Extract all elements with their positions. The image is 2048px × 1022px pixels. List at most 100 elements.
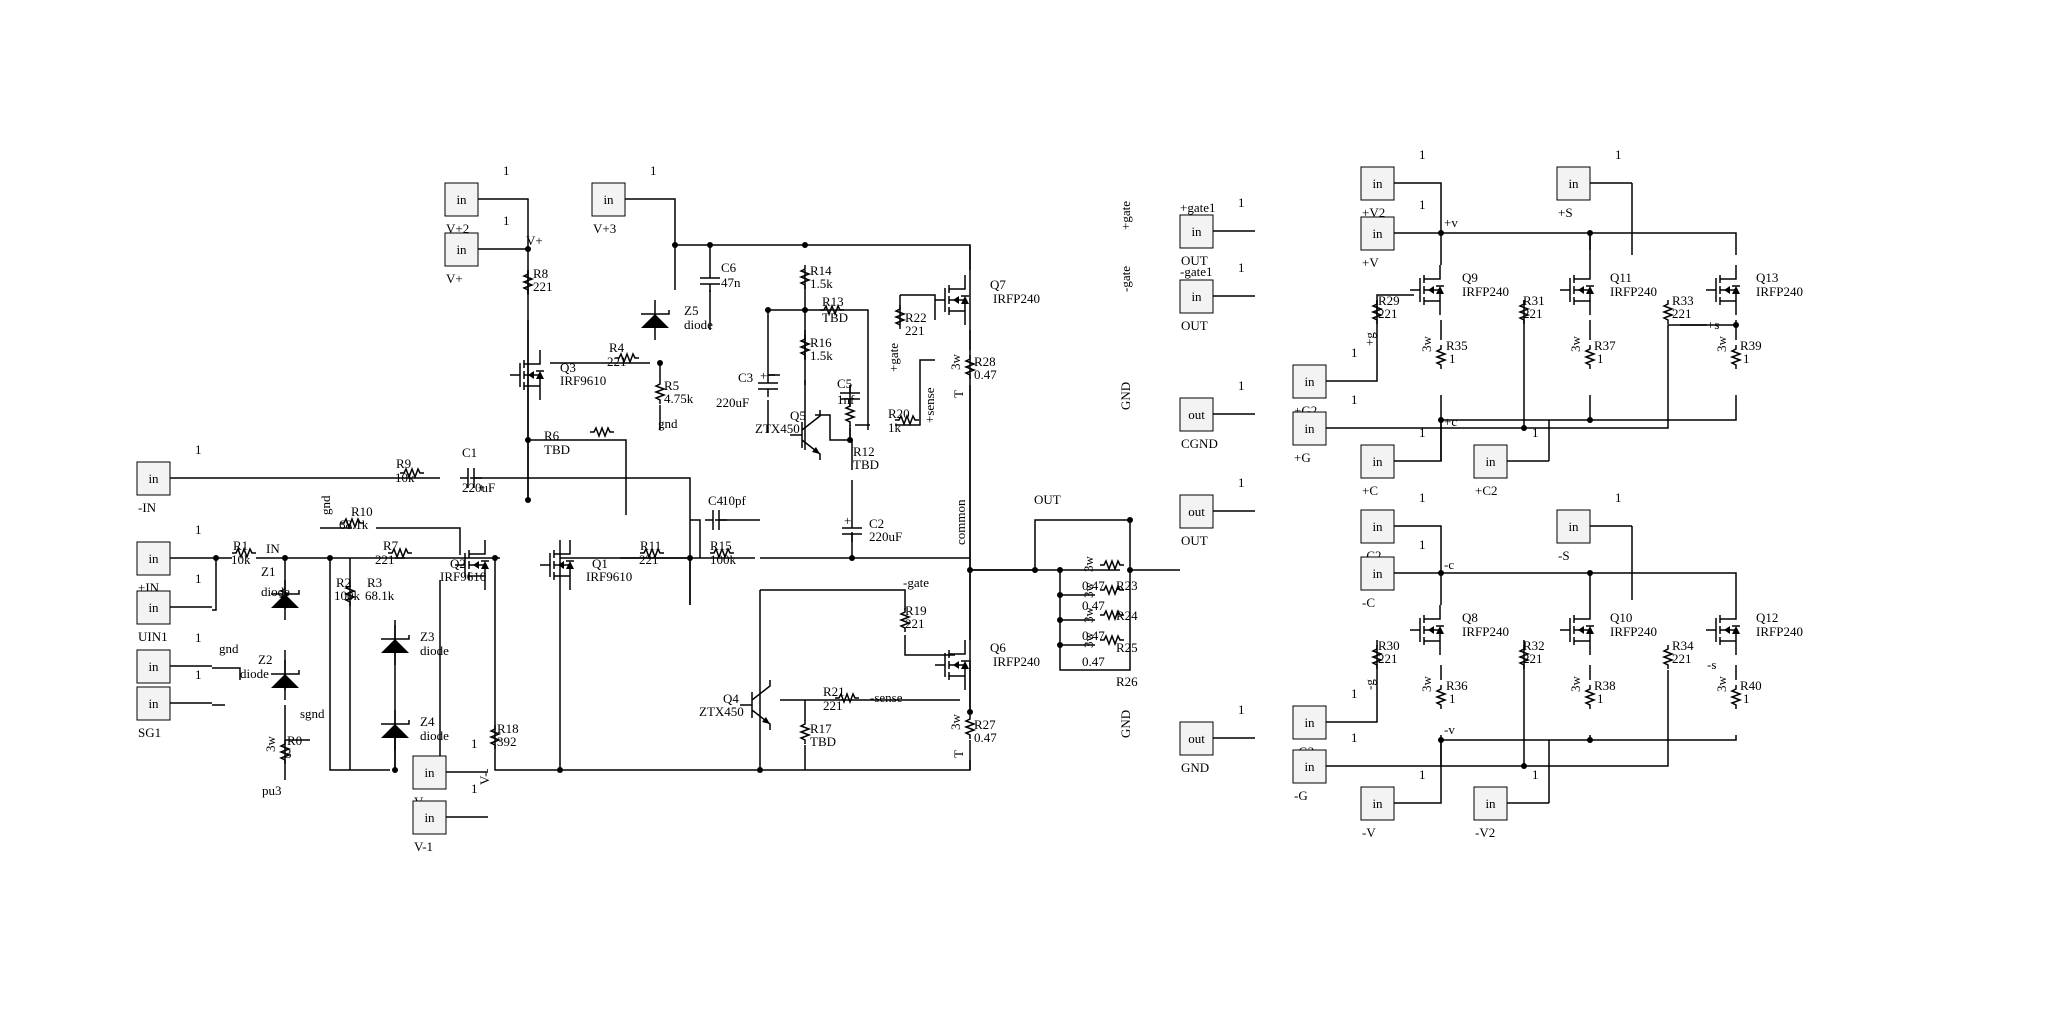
label-r37: R37 — [1594, 338, 1616, 353]
value-q3: IRF9610 — [560, 373, 606, 388]
mosfet-q9 — [1409, 264, 1445, 316]
port-name: -IN — [138, 500, 157, 515]
value-z3: diode — [420, 643, 449, 658]
label-q9: Q9 — [1462, 270, 1478, 285]
port-name: V-1 — [414, 839, 433, 854]
junction-dot — [672, 242, 678, 248]
port-mc: in1-C — [1360, 537, 1436, 610]
value-q5: ZTX450 — [755, 421, 800, 436]
label-c6: C6 — [721, 260, 737, 275]
port-name: -G — [1294, 788, 1308, 803]
value-q2: IRF9610 — [440, 569, 486, 584]
mosfet-q12 — [1705, 604, 1741, 656]
net-label-r_pv: +v — [1444, 215, 1458, 230]
value-r17: TBD — [810, 734, 836, 749]
junction-dot — [802, 242, 808, 248]
wire — [329, 558, 390, 771]
value-r35: 1 — [1449, 351, 1456, 366]
label-r4: R4 — [609, 340, 625, 355]
label-r0: R0 — [287, 733, 302, 748]
port-pc2: in1+C2 — [1473, 425, 1549, 498]
port-pin-number: 1 — [195, 630, 202, 645]
power-rating-mark: 3w — [1714, 676, 1729, 693]
port-pin-number: 1 — [1419, 147, 1426, 162]
label-r17: R17 — [810, 721, 832, 736]
junction-dot — [707, 242, 713, 248]
net-label-pgate: +gate — [886, 343, 901, 372]
label-z3: Z3 — [420, 629, 434, 644]
label-r19: R19 — [905, 603, 927, 618]
value-r28: 0.47 — [974, 367, 997, 382]
wire — [690, 519, 701, 558]
junction-dot — [1057, 567, 1063, 573]
junction-dot — [1127, 517, 1133, 523]
port-pin-number: 1 — [1615, 490, 1622, 505]
zener-z4 — [380, 709, 410, 751]
label-r34: R34 — [1672, 638, 1694, 653]
port-box-text: in — [1191, 289, 1202, 304]
junction-dot — [802, 307, 808, 313]
value-r16: 1.5k — [810, 348, 833, 363]
value-r5: 4.75k — [664, 391, 694, 406]
label-r6: R6 — [544, 428, 560, 443]
wire — [212, 558, 217, 611]
net-label-r_pg: +g — [1362, 332, 1377, 346]
value-r36: 1 — [1449, 691, 1456, 706]
wire — [1436, 182, 1442, 233]
value-q1: IRF9610 — [586, 569, 632, 584]
value-z4: diode — [420, 728, 449, 743]
junction-dot — [1032, 567, 1038, 573]
wire — [768, 309, 869, 430]
port-box-text: in — [148, 659, 159, 674]
port-name: +S — [1558, 205, 1573, 220]
label-r8: R8 — [533, 266, 548, 281]
value-r19: 221 — [905, 616, 925, 631]
port-name: -V — [1362, 825, 1376, 840]
mosfet-q13 — [1705, 264, 1741, 316]
value-r30: 221 — [1378, 651, 1398, 666]
junction-dot — [1438, 737, 1444, 743]
junction-dot — [1438, 417, 1444, 423]
junction-dot — [765, 307, 771, 313]
junction-dot — [847, 437, 853, 443]
net-label-gnd_a: GND — [1118, 382, 1133, 410]
net-label-out: OUT — [1034, 492, 1061, 507]
label-z1: Z1 — [261, 564, 275, 579]
port-pin-number: 1 — [471, 781, 478, 796]
wire — [1436, 740, 1442, 804]
port-name: SG1 — [138, 725, 161, 740]
port-box-text: in — [1568, 519, 1579, 534]
port-pin-number: 1 — [471, 736, 478, 751]
power-rating-mark: 3w — [1714, 336, 1729, 353]
label-q2: Q2 — [450, 556, 466, 571]
resistor-r34 — [1663, 644, 1673, 670]
port-name: GND — [1181, 760, 1209, 775]
value-r6: TBD — [544, 442, 570, 457]
mosfet-q7 — [934, 274, 970, 326]
terminal-mark: T — [951, 390, 966, 398]
junction-dot — [1521, 425, 1527, 431]
port-name: +V — [1362, 255, 1379, 270]
value-q11: IRFP240 — [1610, 284, 1657, 299]
port-name: V+2 — [446, 221, 469, 236]
label-r9: R9 — [396, 456, 411, 471]
terminal-mark: T — [951, 750, 966, 758]
label-r40: R40 — [1740, 678, 1762, 693]
junction-dot — [1438, 230, 1444, 236]
junction-dot — [1587, 570, 1593, 576]
value-z2: diode — [240, 666, 269, 681]
value-r8: 221 — [533, 279, 553, 294]
port-name: V+ — [446, 271, 463, 286]
wire — [212, 667, 241, 680]
label-r2: R2 — [336, 575, 351, 590]
power-rating-mark: 3w — [1081, 607, 1096, 624]
label-c5: C5 — [837, 376, 852, 391]
wire — [1436, 572, 1737, 605]
label-r26: R26 — [1116, 674, 1138, 689]
capacitor-c4 — [705, 510, 727, 530]
